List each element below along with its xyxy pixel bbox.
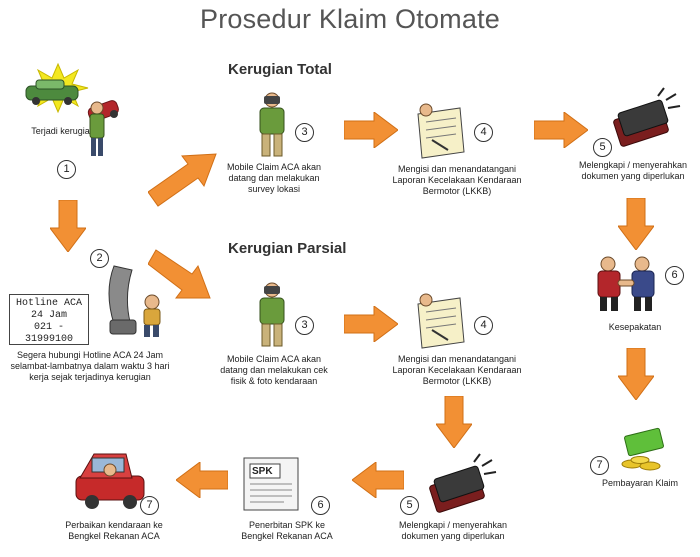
surveyor-camera-illustration [259, 92, 285, 157]
total-step7-number: 7 [590, 456, 609, 475]
parsial-step5-number: 5 [400, 496, 419, 515]
surveyor-camera-illustration-2 [259, 282, 285, 347]
signing-form-illustration-2 [417, 293, 465, 349]
money-payment-illustration [621, 427, 664, 471]
total-step5-caption: Melengkapi / menyerahkan dokumen yang di… [578, 160, 688, 181]
total-step3-number: 3 [295, 123, 314, 142]
total-step5-number: 5 [593, 138, 612, 157]
arrow-parsial-4-5 [436, 396, 472, 448]
total-step3-caption: Mobile Claim ACA akan datang dan melakuk… [226, 162, 322, 194]
handshake-illustration [597, 256, 655, 311]
section-title-total: Kerugian Total [228, 61, 332, 78]
total-step6-caption: Kesepakatan [608, 322, 662, 332]
arrow-to-parsial [148, 249, 211, 299]
step2-caption: Segera hubungi Hotline ACA 24 Jam selamb… [10, 350, 170, 382]
hotline-hours: 24 Jam [30, 310, 67, 321]
parsial-step3-number: 3 [295, 316, 314, 335]
arrow-parsial-5-6 [352, 462, 404, 498]
step2-number: 2 [90, 249, 109, 268]
total-step4-caption: Mengisi dan menandatangani Laporan Kecel… [392, 164, 522, 196]
arrow-to-total [148, 153, 217, 207]
person-icon [89, 101, 105, 156]
parsial-step7-number: 7 [140, 496, 159, 515]
hotline-card: Hotline ACA 24 Jam 021 - 31999100 [9, 294, 89, 345]
arrow-down-1-2 [50, 200, 86, 252]
spk-label: SPK [252, 466, 273, 477]
parsial-step6-number: 6 [311, 496, 330, 515]
phone-caller-illustration [108, 265, 161, 337]
parsial-step7-caption: Perbaikan kendaraan ke Bengkel Rekanan A… [65, 520, 163, 541]
arrow-total-4-5 [534, 112, 588, 148]
section-title-parsial: Kerugian Parsial [228, 240, 347, 257]
arrow-parsial-3-4 [344, 306, 398, 342]
spk-document-illustration [243, 457, 299, 511]
arrow-parsial-6-7 [176, 462, 228, 498]
parsial-step6-caption: Penerbitan SPK ke Bengkel Rekanan ACA [241, 520, 333, 541]
parsial-step3-caption: Mobile Claim ACA akan datang dan melakuk… [220, 354, 328, 386]
total-step6-number: 6 [665, 266, 684, 285]
car-repair-illustration [75, 453, 145, 509]
arrow-total-6-7 [618, 348, 654, 400]
documents-stack-illustration [613, 87, 681, 147]
arrow-total-3-4 [344, 112, 398, 148]
page-title: Prosedur Klaim Otomate [199, 4, 501, 34]
hotline-phone: 021 - 31999100 [24, 322, 73, 345]
signing-form-illustration [417, 103, 465, 159]
total-step4-number: 4 [474, 123, 493, 142]
hotline-name: Hotline ACA [15, 298, 82, 309]
parsial-step5-caption: Melengkapi / menyerahkan dokumen yang di… [398, 520, 508, 541]
step1-caption: Terjadi kerugian [31, 126, 95, 136]
parsial-step4-caption: Mengisi dan menandatangani Laporan Kecel… [392, 354, 522, 386]
step1-number: 1 [57, 160, 76, 179]
documents-stack-illustration-2 [429, 453, 497, 513]
total-step7-caption: Pembayaran Klaim [601, 478, 679, 488]
parsial-step4-number: 4 [474, 316, 493, 335]
arrow-total-5-6 [618, 198, 654, 250]
